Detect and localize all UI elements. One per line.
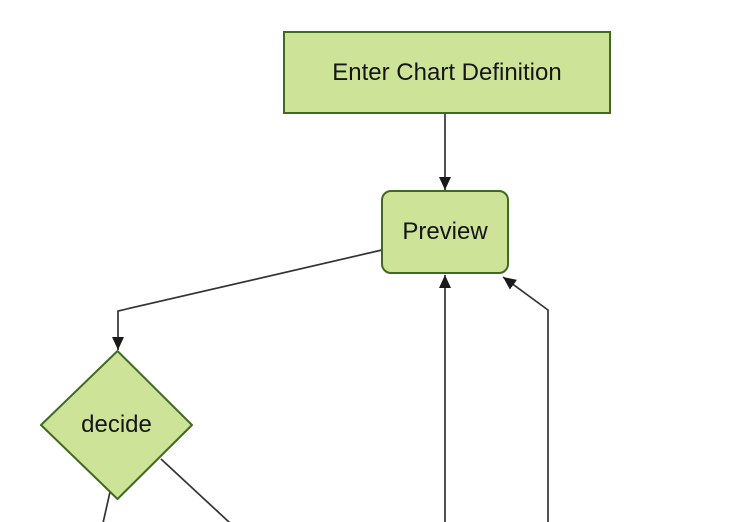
node-enter-chart-definition-label: Enter Chart Definition [332,58,562,86]
edge-preview-to-decide [112,249,383,350]
edge-bottom-to-preview-corner [502,276,549,522]
edge-decide-offscreen-right [160,458,231,522]
node-preview-label: Preview [402,218,488,245]
decide-diamond-shape [40,350,193,500]
node-preview: Preview [381,190,509,274]
node-decide: decide [41,351,192,499]
edge-decide-offscreen-left [102,491,111,522]
node-decide-label: decide [81,411,152,438]
node-enter-chart-definition: Enter Chart Definition [283,31,611,114]
